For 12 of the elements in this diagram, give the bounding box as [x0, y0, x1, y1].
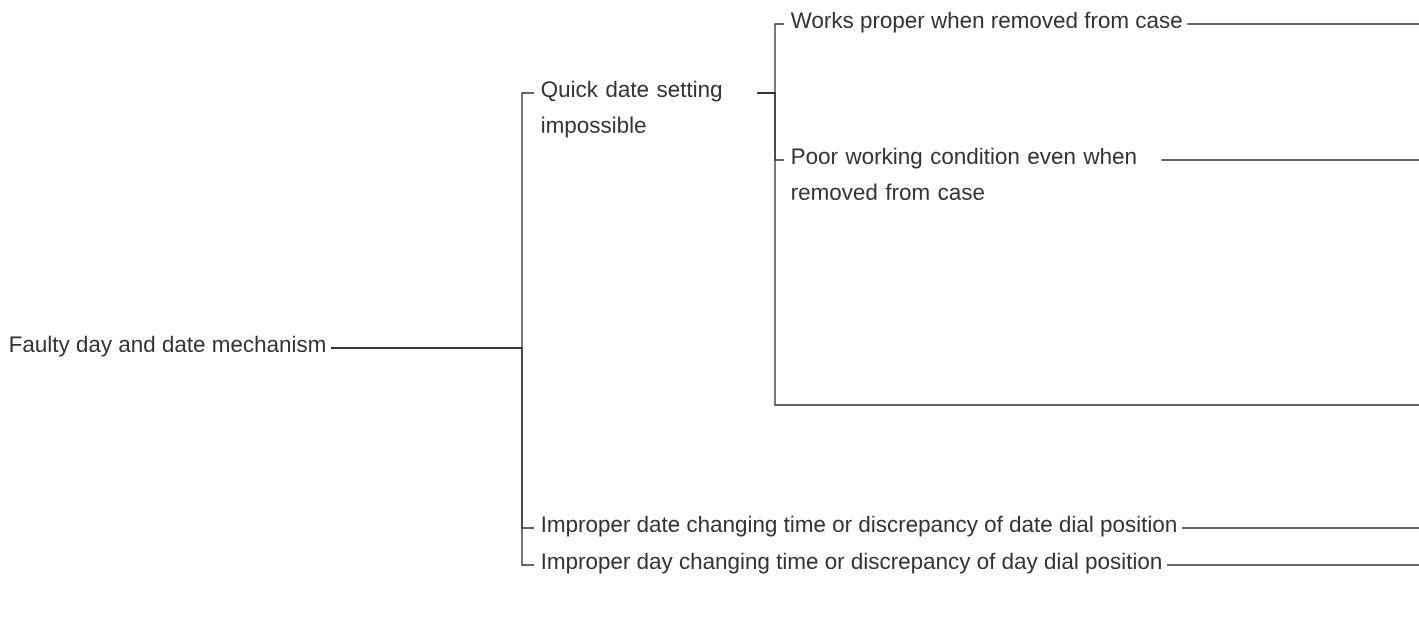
- connector-line: [330, 347, 535, 566]
- node-label: Poor working condition even when removed from case: [792, 147, 1136, 200]
- node-label: Quick date setting impossible: [541, 80, 722, 138]
- node-label: Improper day changing time or discrepancy of day dial position: [542, 552, 1161, 574]
- connector-line: [1186, 23, 1419, 25]
- connector-line: [756, 92, 1419, 406]
- node-label: Faulty day and date mechanism: [10, 335, 325, 357]
- connector-line: [1160, 159, 1419, 161]
- node-label: Works proper when removed from case: [790, 11, 1182, 33]
- connector-line: [1166, 564, 1419, 566]
- connector-line: [1181, 527, 1419, 529]
- node-label: Improper date changing time or discrepancy of date dial position: [542, 515, 1176, 537]
